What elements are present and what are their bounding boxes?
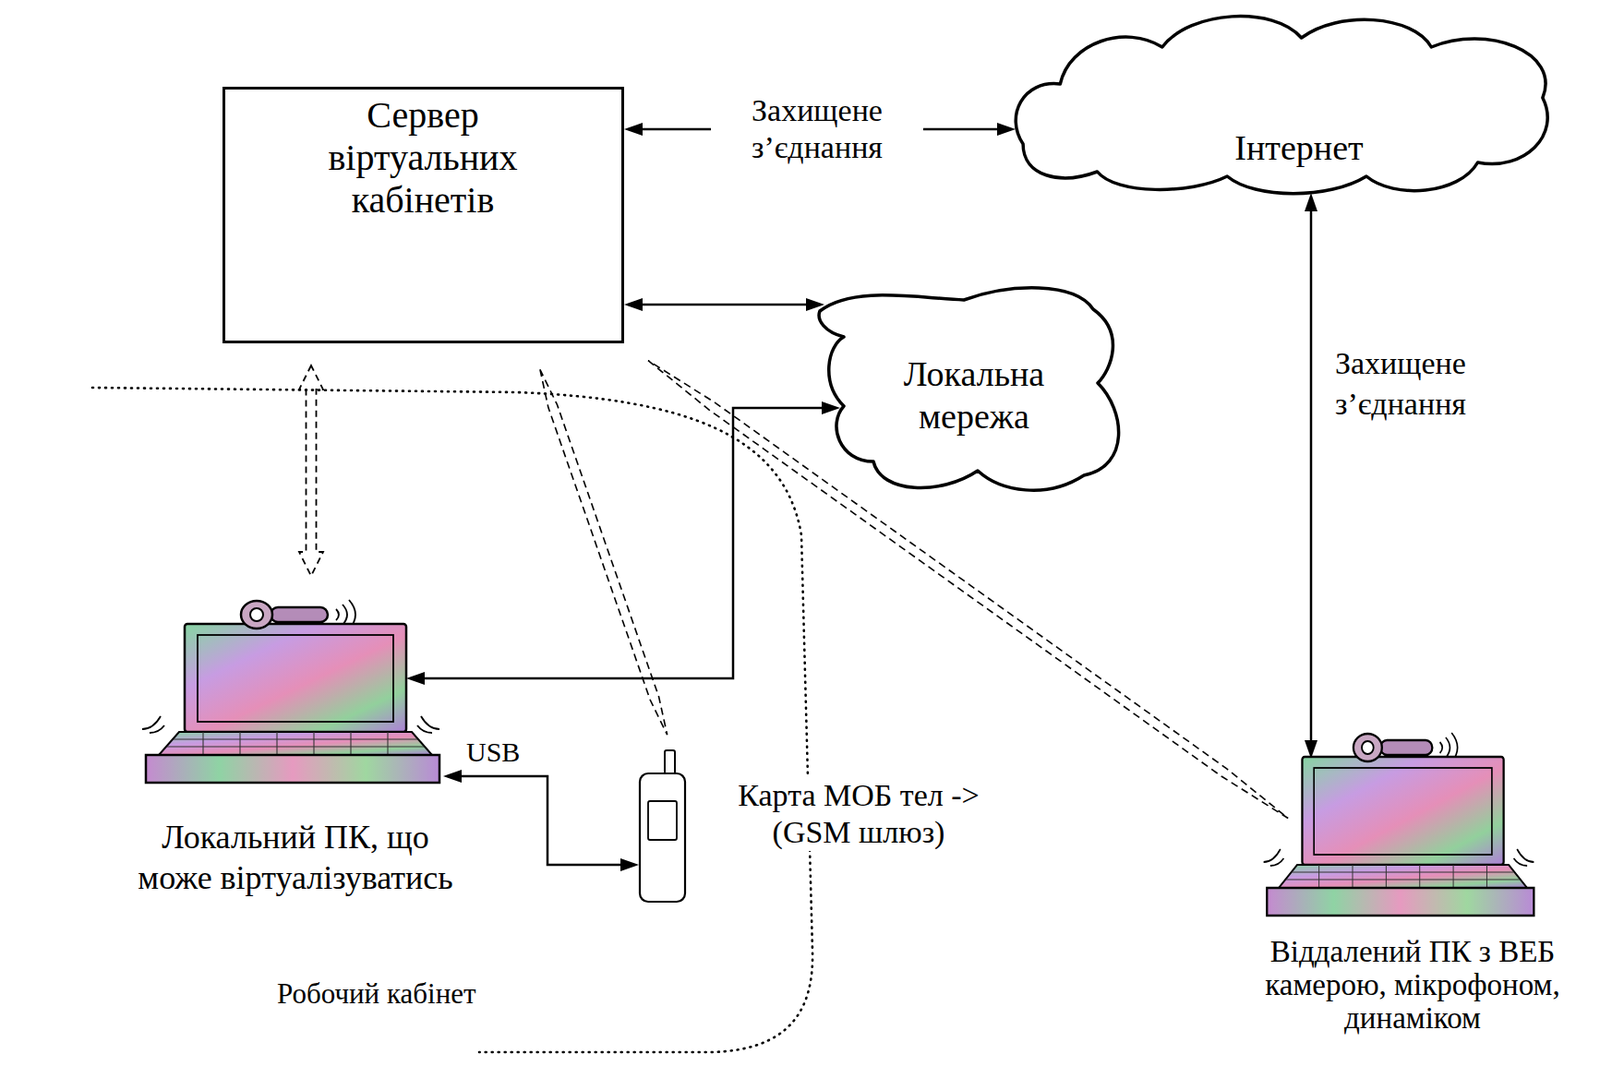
cloud-shape [1004,5,1562,200]
node-label: Інтернет [1160,127,1438,169]
note-holder: Робочий кабінет [276,977,477,1011]
edge-label: USB [466,736,520,769]
area-label: Робочий кабінет [276,977,477,1011]
arrow-head [443,769,462,783]
connector-line [1310,202,1313,750]
node-label: Віддалений ПК з ВЕБ камерою, мікрофоном,… [1246,935,1579,1035]
arrow-head [624,298,643,312]
arrow-head [406,672,425,686]
arrow-head [624,122,643,136]
arrow-head [1304,192,1318,212]
node-label: Локальний ПК, що може віртуалізуватись [124,817,467,899]
connector-line [415,408,831,679]
arrow-head [620,858,639,872]
edge-label: Захищене з’єднання [710,92,924,167]
connector [1304,192,1318,759]
node-label: Локальна мережа [872,352,1076,438]
cloud-outline [818,288,1119,491]
arrow-head [997,122,1016,136]
virtual-link [540,369,668,735]
phone-picture [639,750,686,903]
connector-line [452,776,630,866]
connector [406,401,841,686]
laptop-picture [142,600,440,783]
virtual-link [299,365,324,577]
cloud-outline [1015,16,1548,194]
edge-label: Захищене з’єднання [1335,343,1548,425]
node-label: Сервер віртуальних кабінетів [298,94,548,222]
internet-cloud: Інтернет [1004,5,1562,200]
phone-node: Карта МОБ тел -> (GSM шлюз) [632,738,1002,915]
laptop-icon [138,596,444,786]
laptop-icon [1260,729,1538,919]
connector [540,369,668,735]
laptop-node: Віддалений ПК з ВЕБ камерою, мікрофоном,… [1227,724,1598,1044]
laptop-picture [1263,733,1535,916]
connector [443,769,639,872]
connector-line [633,303,816,307]
server-box: Сервер віртуальних кабінетів [222,86,625,344]
edge-label-holder: Захищене з’єднання [1335,343,1548,425]
edge-label-holder: Захищене з’єднання [710,92,924,167]
room-boundary [92,387,813,1053]
connector [624,298,825,312]
edge-label-holder: USB [466,736,550,769]
arrow-head [821,401,841,415]
phone-icon [637,747,688,905]
node-label: Карта МОБ тел -> (GSM шлюз) [729,777,988,852]
laptop-node: Локальний ПК, що може віртуалізуватись [124,590,467,906]
connector [299,365,324,577]
network-cloud: Локальна мережа [816,281,1131,500]
